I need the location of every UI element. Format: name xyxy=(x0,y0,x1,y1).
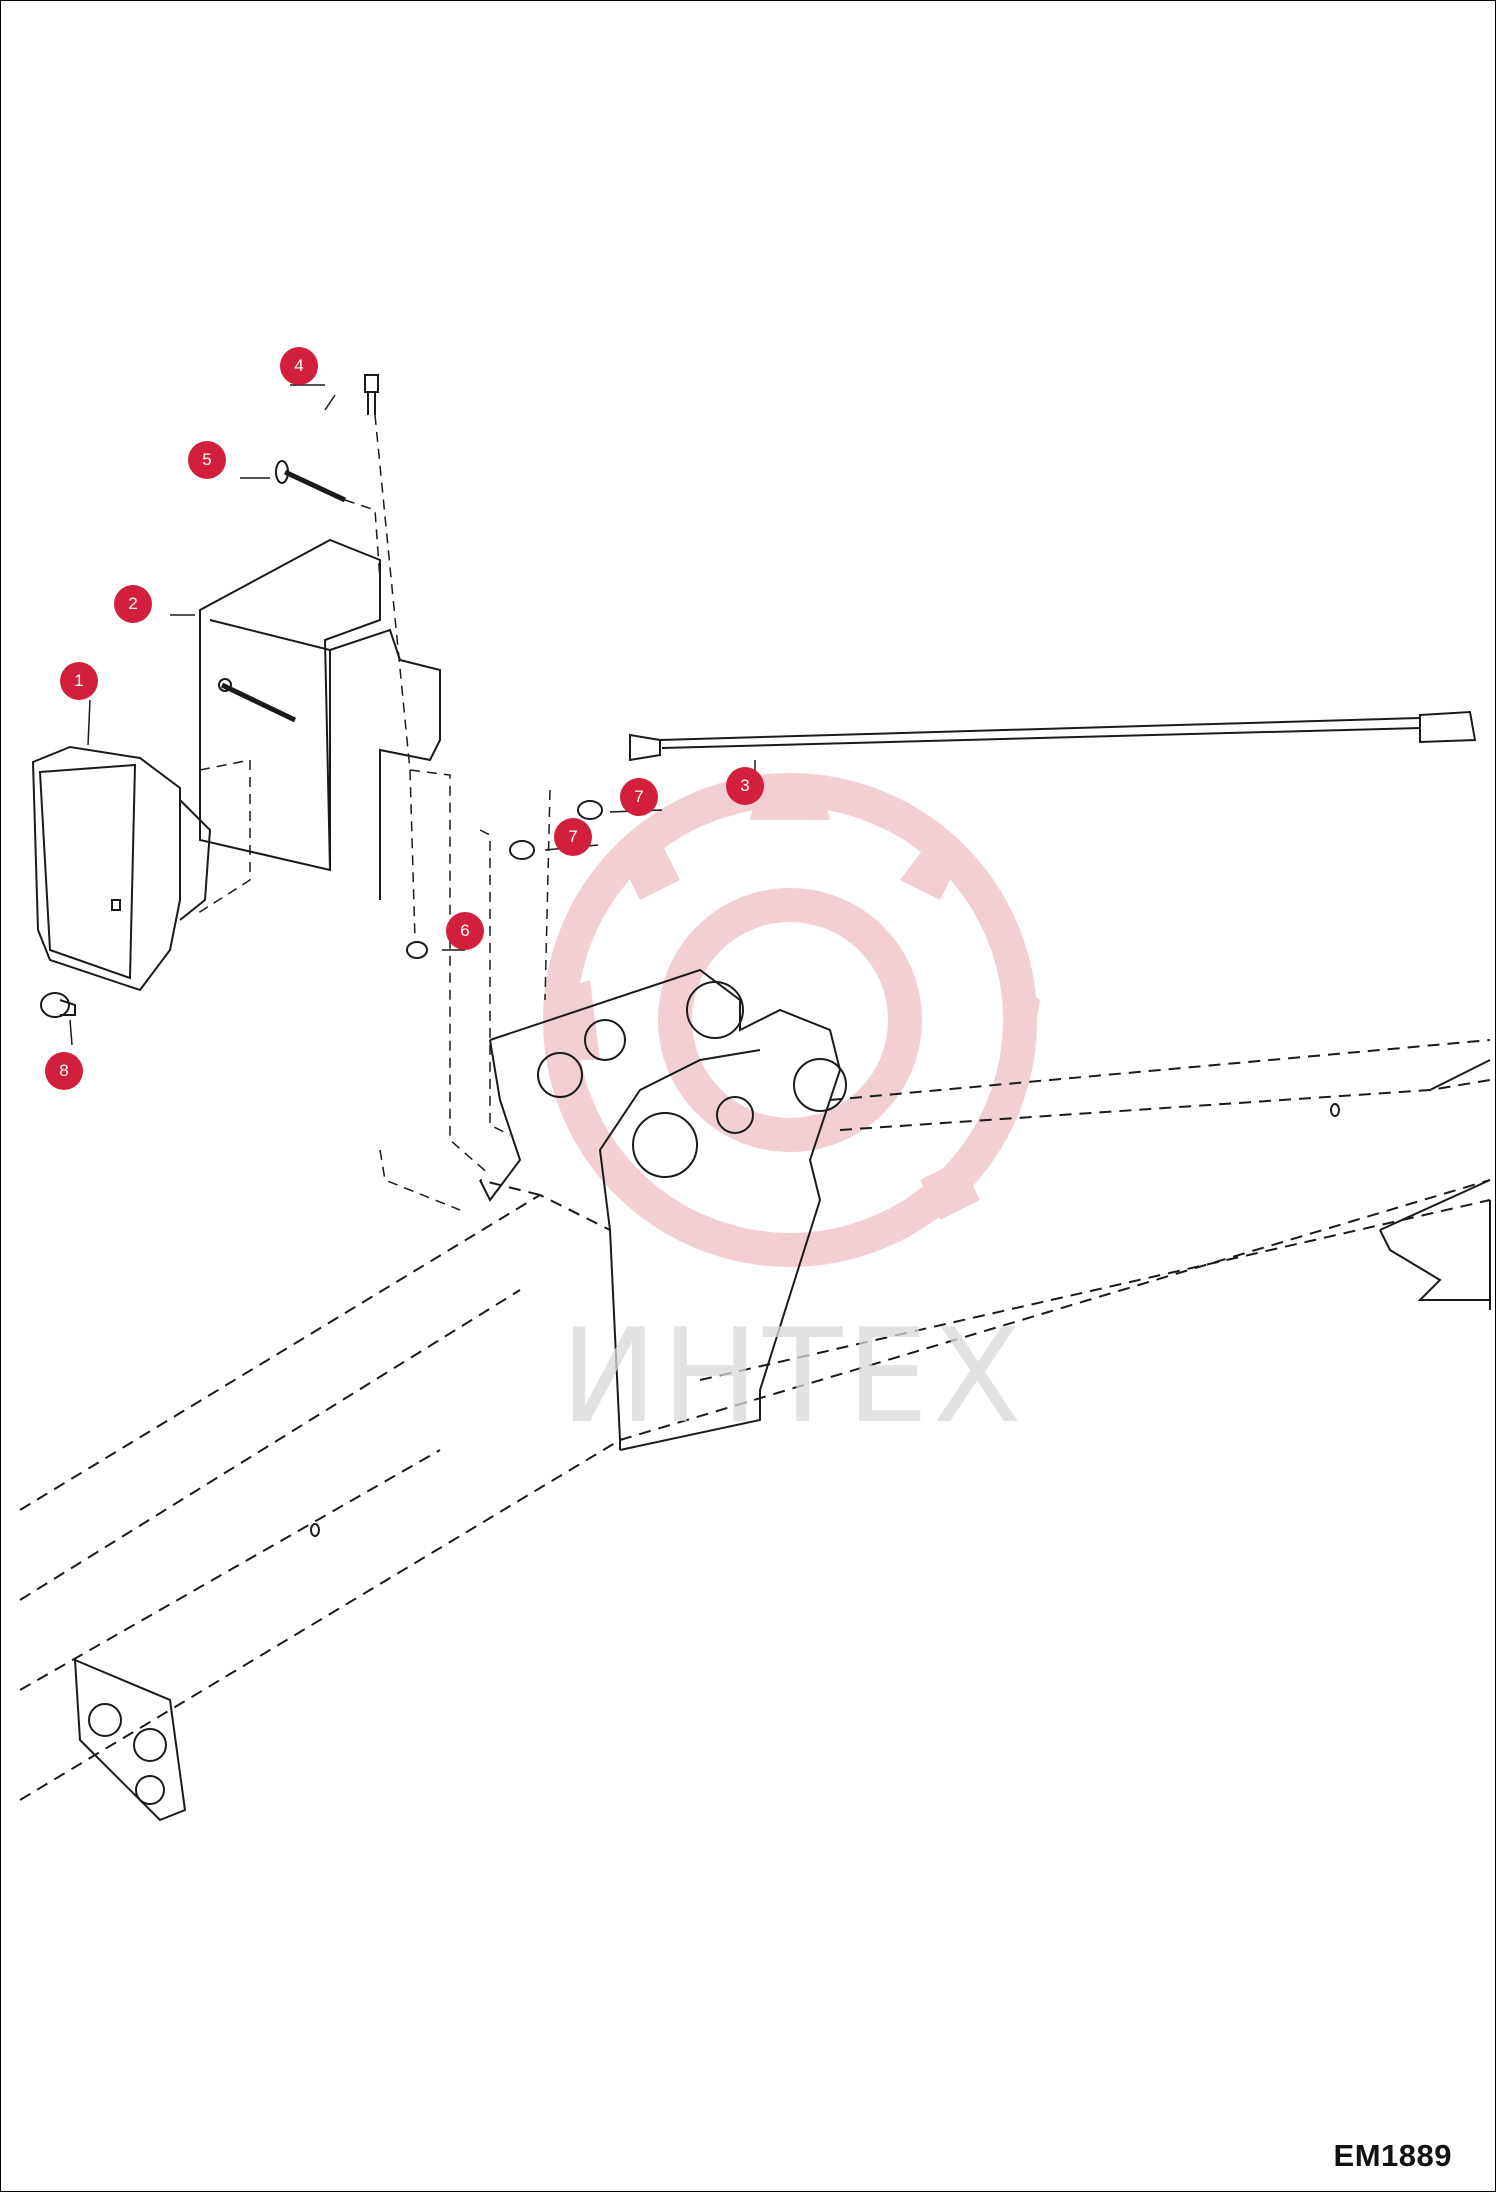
lamp-assembly xyxy=(31,374,603,1018)
callout-7-lower[interactable]: 7 xyxy=(554,818,592,856)
callout-8[interactable]: 8 xyxy=(45,1052,83,1090)
watermark-gear-icon xyxy=(543,773,1040,1267)
frame-structure xyxy=(19,968,1491,1822)
harness-part xyxy=(629,710,1477,762)
callout-1[interactable]: 1 xyxy=(60,662,98,700)
figure-code: EM1889 xyxy=(1333,2138,1452,2173)
callout-3[interactable]: 3 xyxy=(726,767,764,805)
leader-and-guide-lines xyxy=(69,384,756,1211)
callout-7-upper[interactable]: 7 xyxy=(620,778,658,816)
callout-5[interactable]: 5 xyxy=(188,441,226,479)
watermark-text: ИНТЕХ xyxy=(560,1300,1026,1452)
callout-4[interactable]: 4 xyxy=(280,347,318,385)
callout-2[interactable]: 2 xyxy=(114,585,152,623)
callout-6[interactable]: 6 xyxy=(446,912,484,950)
